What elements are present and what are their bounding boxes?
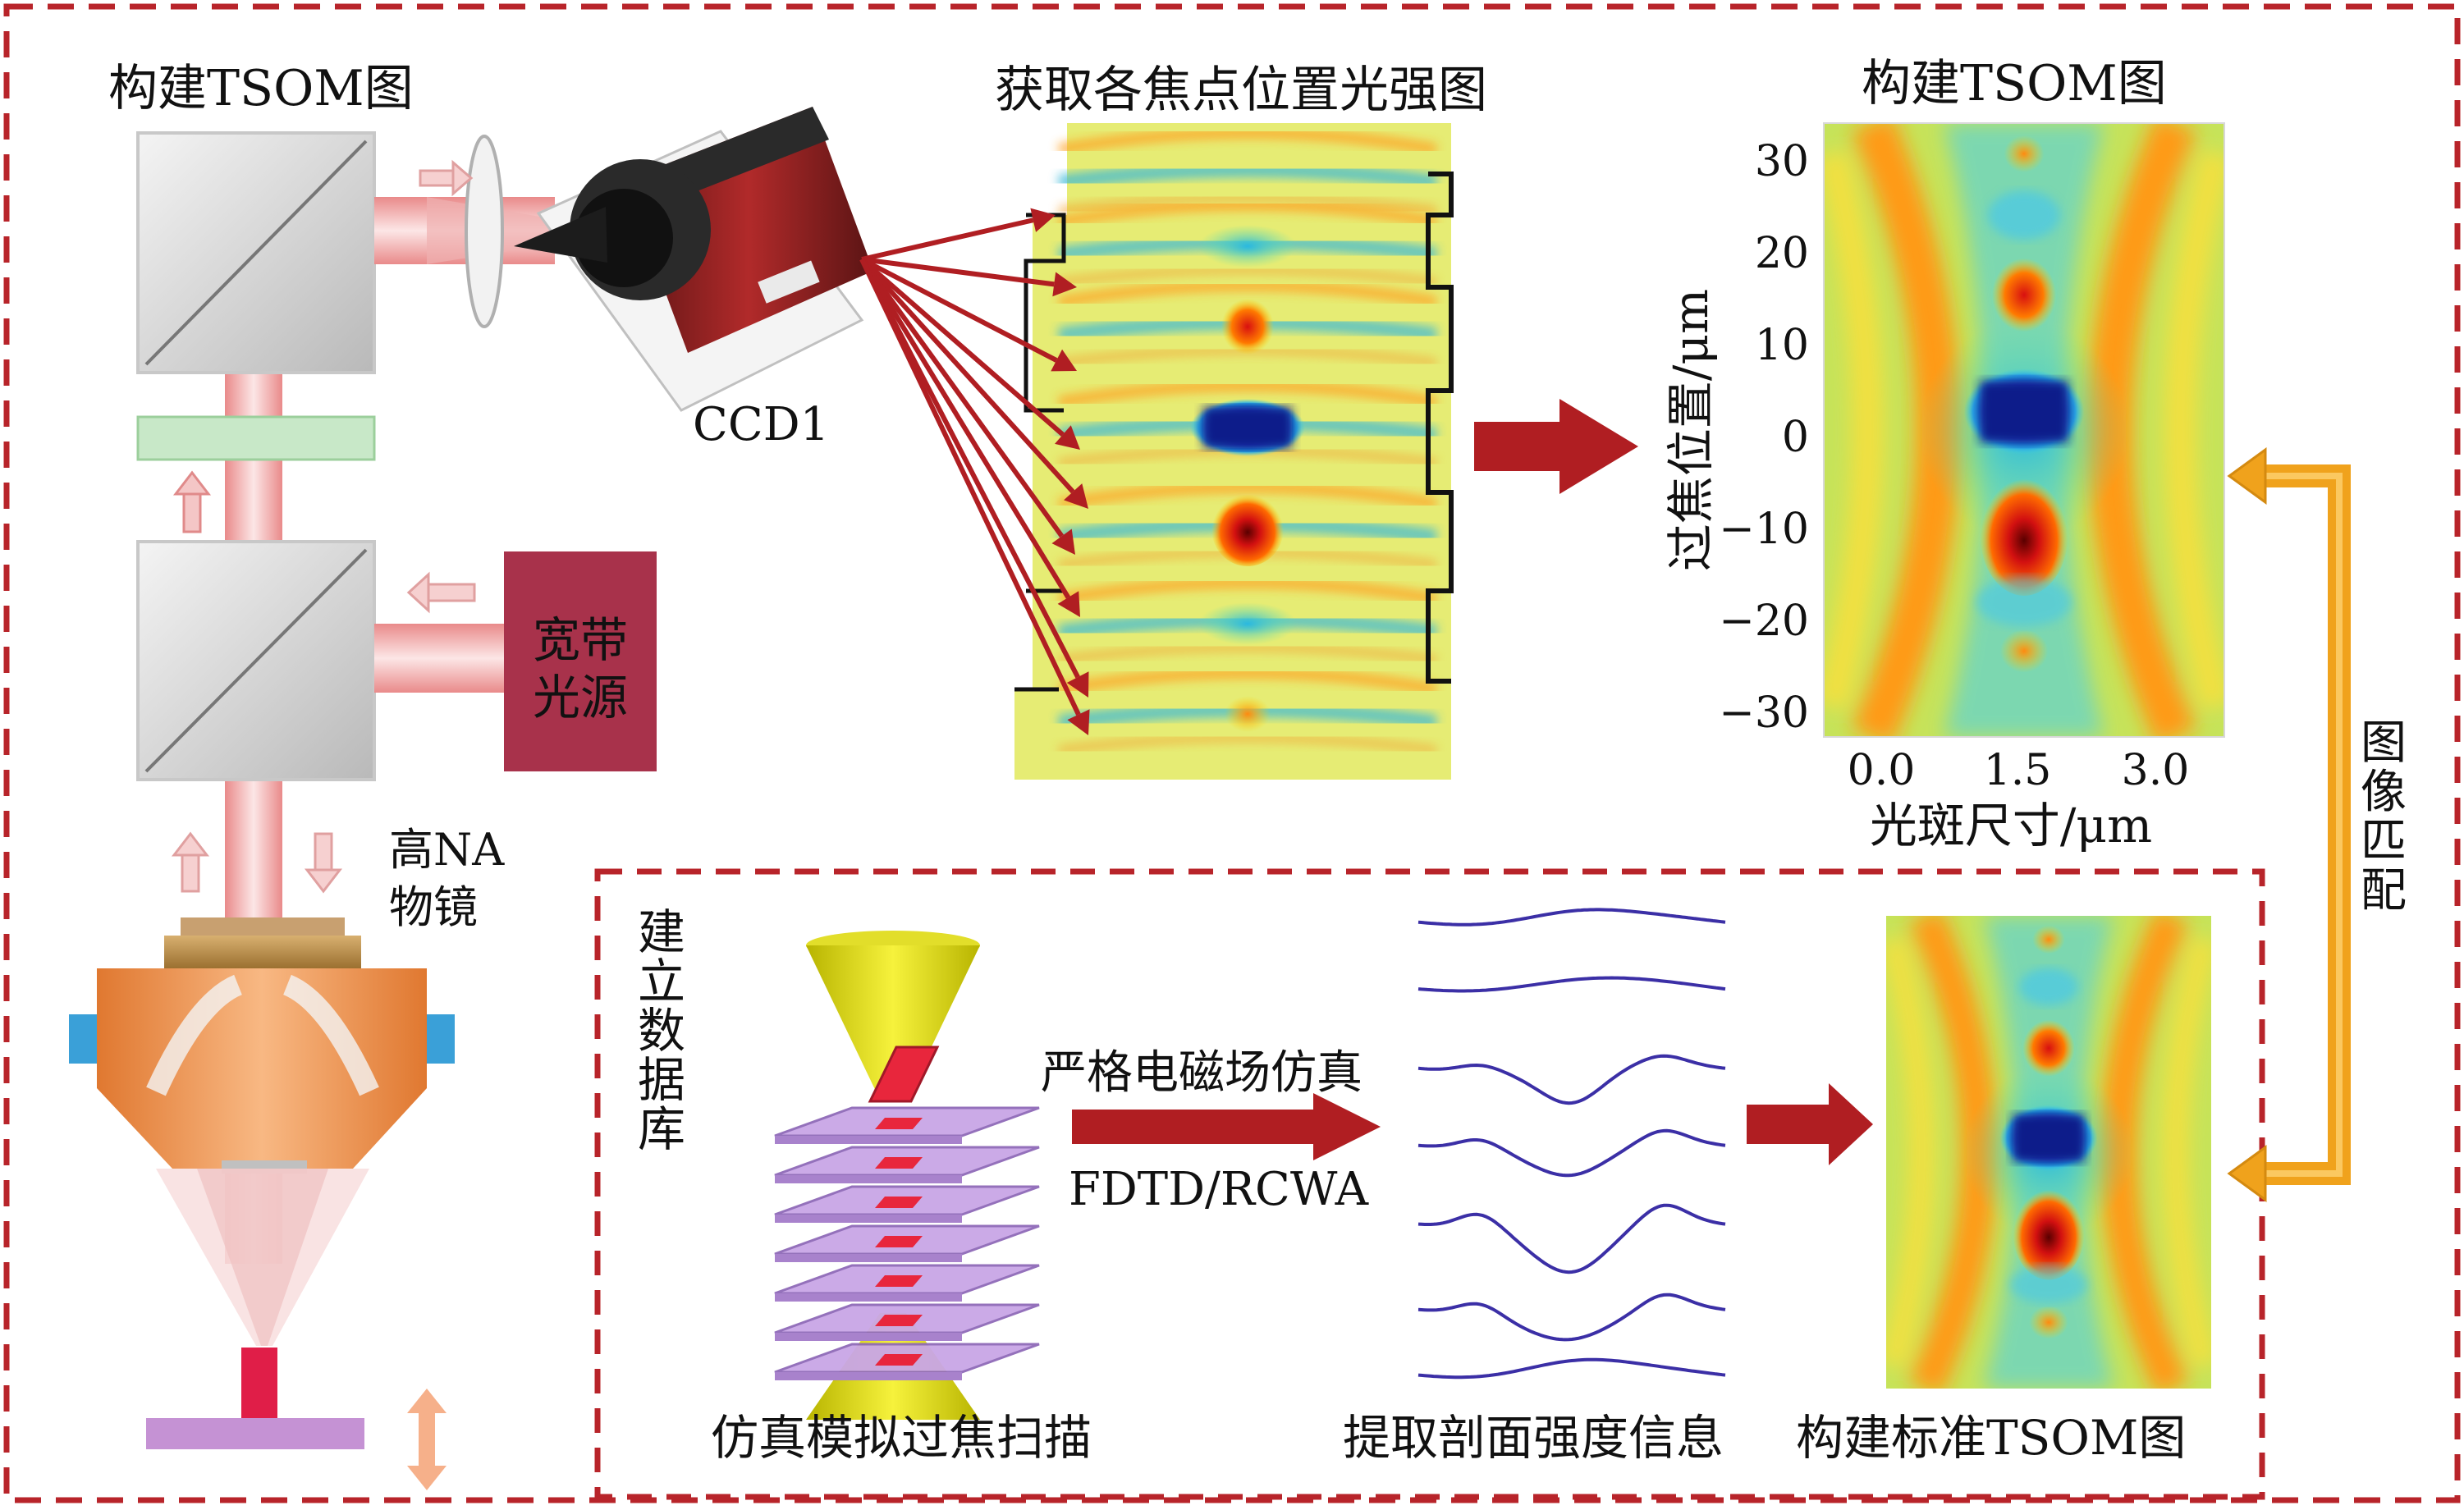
ccd-camera bbox=[514, 107, 873, 412]
image-matching-label-char: 图 bbox=[2361, 716, 2407, 770]
capture-arrow-icon bbox=[859, 258, 1070, 599]
image-matching-label-char: 匹 bbox=[2361, 815, 2407, 868]
capture-arrow-icon bbox=[859, 258, 1080, 679]
intensity-profile-curve bbox=[1417, 1357, 1726, 1380]
tsom-y-tick: 20 bbox=[1755, 229, 1809, 278]
right-arrow-icon bbox=[419, 159, 474, 197]
capture-arrow-icon bbox=[861, 257, 1055, 287]
up-arrow-icon bbox=[172, 470, 212, 533]
intensity-profile-curve bbox=[1417, 1054, 1726, 1105]
tsom-y-tick: −20 bbox=[1719, 597, 1809, 646]
objective-label-2: 物镜 bbox=[389, 881, 478, 933]
to-tsom-arrow-icon bbox=[1474, 399, 1638, 494]
green-filter bbox=[136, 415, 376, 461]
tsom-x-axis-label: 光斑尺寸/μm bbox=[1870, 798, 2152, 853]
intensity-profiles bbox=[1417, 908, 1726, 1380]
capture-arrow-icon bbox=[861, 217, 1034, 262]
scan-caption: 仿真模拟过焦扫描 bbox=[711, 1410, 1092, 1466]
tsom-y-tick: 30 bbox=[1755, 137, 1809, 186]
focus-scan-double-arrow-icon bbox=[407, 1389, 447, 1490]
database-label-char: 库 bbox=[638, 1101, 685, 1157]
simulated-focus-scan-stack bbox=[774, 931, 1040, 1420]
objective-label-1: 高NA bbox=[389, 824, 505, 876]
capture-arrow-icon bbox=[860, 257, 1058, 363]
tsom-map bbox=[1824, 123, 2224, 737]
database-label-char: 数 bbox=[638, 1003, 685, 1059]
tsom-y-axis-label: 过焦位置/μm bbox=[1663, 289, 1719, 571]
capture-arrow-icon bbox=[859, 258, 1081, 716]
intensity-profile-curve bbox=[1417, 1203, 1726, 1274]
database-label-char: 据 bbox=[638, 1052, 685, 1108]
simulation-label: 严格电磁场仿真 bbox=[1041, 1046, 1363, 1100]
tsom-y-tick: −10 bbox=[1719, 505, 1809, 554]
capture-arrow-icon bbox=[860, 257, 1065, 437]
tsom-x-tick: 3.0 bbox=[2122, 746, 2190, 795]
extract-caption: 提取剖面强度信息 bbox=[1343, 1410, 1724, 1466]
to-standard-tsom-arrow-icon bbox=[1747, 1083, 1873, 1165]
database-label-char: 立 bbox=[638, 954, 685, 1009]
image-matching-arrow bbox=[2227, 447, 2351, 1202]
objective-up-arrow-icon bbox=[171, 831, 210, 893]
database-label-char: 建 bbox=[638, 904, 685, 960]
focus-image-stack bbox=[1014, 123, 1454, 780]
tsom-y-tick: 0 bbox=[1782, 413, 1809, 462]
outer-frame bbox=[3, 3, 2461, 1503]
tsom-axes: 30 20 10 0 −10 −20 −30 0.0 1.5 3.0 bbox=[1719, 137, 2189, 795]
tsom-y-tick: −30 bbox=[1719, 689, 1809, 738]
standard-tsom-caption: 构建标准TSOM图 bbox=[1796, 1410, 2186, 1466]
intensity-profile-curve bbox=[1417, 908, 1726, 927]
left-title: 构建TSOM图 bbox=[108, 60, 414, 117]
sample-feature bbox=[241, 1348, 277, 1418]
capture-arrow-icon bbox=[859, 258, 1065, 538]
intensity-profile-curve bbox=[1417, 976, 1726, 993]
broadband-light-source bbox=[504, 551, 657, 771]
intensity-profile-curve bbox=[1417, 1128, 1726, 1178]
tsom-title: 构建TSOM图 bbox=[1862, 55, 2167, 112]
capture-arrows bbox=[859, 208, 1090, 735]
method-label: FDTD/RCWA bbox=[1069, 1163, 1369, 1216]
ccd-label: CCD1 bbox=[693, 398, 829, 451]
light-source-label-2: 光源 bbox=[533, 670, 628, 725]
image-matching-label-char: 配 bbox=[2361, 864, 2407, 917]
capture-arrow-icon bbox=[859, 257, 1075, 494]
light-source-label-1: 宽带 bbox=[533, 612, 628, 668]
tsom-x-tick: 0.0 bbox=[1848, 746, 1916, 795]
focus-slices bbox=[1057, 127, 1438, 754]
image-matching-label-char: 像 bbox=[2361, 766, 2407, 819]
focus-stack-title: 获取各焦点位置光强图 bbox=[995, 62, 1487, 119]
left-arrow-icon bbox=[406, 571, 476, 614]
optical-setup: 宽带 光源 高NA 物镜 bbox=[69, 131, 657, 1490]
objective-lens bbox=[69, 917, 455, 1346]
objective-down-arrow-icon bbox=[304, 832, 343, 894]
sample-stage bbox=[146, 1418, 364, 1449]
standard-tsom-map bbox=[1886, 916, 2211, 1389]
intensity-profile-curve bbox=[1417, 1293, 1726, 1342]
tsom-x-tick: 1.5 bbox=[1984, 746, 2052, 795]
simulation-arrow-icon bbox=[1072, 1093, 1381, 1160]
lens bbox=[465, 135, 504, 328]
tsom-y-tick: 10 bbox=[1755, 321, 1809, 370]
